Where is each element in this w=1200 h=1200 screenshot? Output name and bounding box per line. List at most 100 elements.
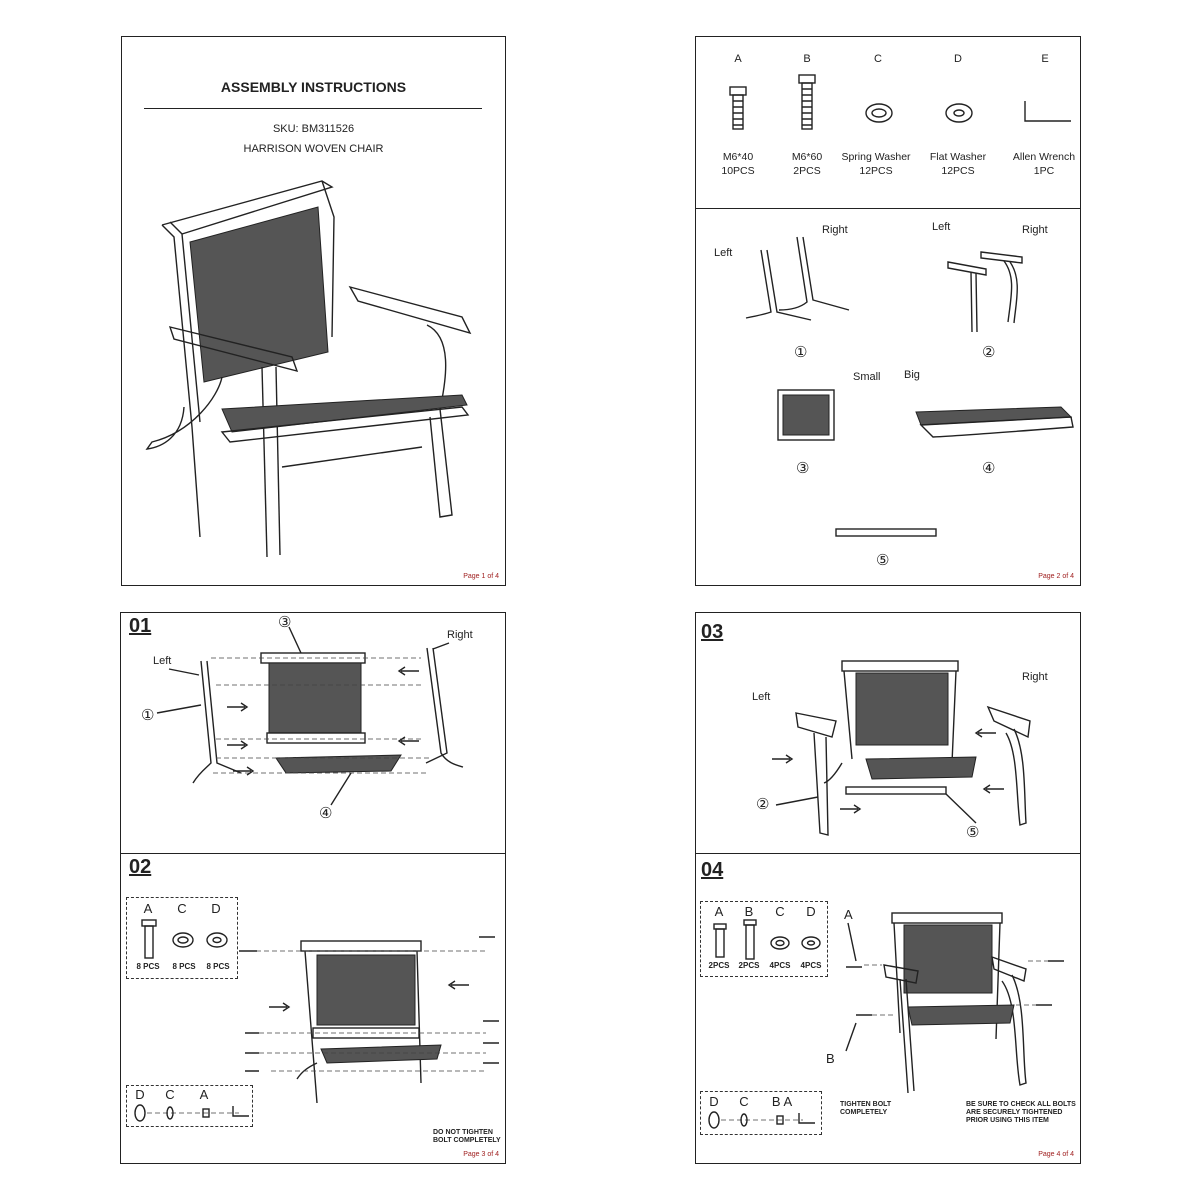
hardware-letter: E [1041, 53, 1049, 65]
backrest-icon [777, 389, 835, 441]
order-letter: B A [771, 1094, 793, 1109]
page-3: 01 Left Right ① ③ ④ 02 A C D 8 [120, 612, 506, 1164]
hardware-letter: D [211, 901, 221, 916]
spring-washer-icon [172, 932, 194, 948]
step-04-hardware-box: A B C D 2PCS 2PCS 4PCS 4PCS [700, 901, 828, 977]
hardware-size: Allen Wrench [1012, 151, 1076, 163]
long-bolt-icon [798, 74, 816, 130]
hardware-letter: A [734, 53, 742, 65]
sku-text: SKU: BM311526 [272, 123, 355, 135]
hardware-qty: 2PCS [738, 961, 760, 970]
left-label: Left [153, 655, 172, 667]
flat-washer-icon [206, 932, 228, 948]
part-3-label: Small [853, 371, 881, 383]
part-5-number: ⑤ [876, 552, 890, 569]
hardware-letter: C [775, 904, 785, 919]
step-02-order-box: D C A [126, 1085, 253, 1127]
spring-washer-icon [770, 936, 790, 950]
hardware-size: M6*60 [791, 151, 823, 163]
step-03-label: 03 [701, 621, 724, 643]
chair-illustration-icon [145, 180, 472, 558]
flat-washer-icon [801, 936, 821, 950]
right-label: Right [1022, 671, 1048, 683]
part-4-label: Big [904, 369, 920, 381]
armrest-icon [947, 251, 1023, 333]
hardware-qty: 2PCS [708, 961, 730, 970]
part-4-number: ④ [319, 805, 333, 822]
hardware-qty: 12PCS [859, 165, 893, 177]
hardware-qty: 8 PCS [136, 962, 160, 971]
bolt-icon [713, 923, 727, 958]
left-label: Left [752, 691, 771, 703]
part-1-right-label: Right [822, 224, 848, 236]
page-number: Page 1 of 4 [463, 573, 499, 580]
step-02-note: DO NOT TIGHTEN BOLT COMPLETELY [433, 1129, 501, 1144]
order-letter: D [135, 1087, 145, 1102]
page-1: ASSEMBLY INSTRUCTIONS SKU: BM311526 HARR… [121, 36, 506, 586]
hardware-letter: C [874, 53, 882, 65]
step-03-diagram-icon [772, 660, 1031, 836]
hardware-letter: A [143, 901, 153, 916]
step-02-label: 02 [129, 856, 152, 878]
part-2-right-label: Right [1022, 224, 1048, 236]
title-divider [144, 108, 482, 109]
bolt-icon [141, 919, 157, 959]
hardware-size: Flat Washer [929, 151, 987, 163]
document-title: ASSEMBLY INSTRUCTIONS [220, 79, 407, 95]
section-divider [121, 853, 505, 854]
step-01-label: 01 [129, 615, 152, 637]
hardware-qty: 4PCS [769, 961, 791, 970]
hardware-size: Spring Washer [841, 151, 911, 163]
part-5-number: ⑤ [966, 824, 980, 841]
hardware-qty: 2PCS [793, 165, 821, 177]
product-name: HARRISON WOVEN CHAIR [243, 143, 384, 155]
page-2: A B C D E M6*40 10PCS M6*60 2PCS Sp [695, 36, 1081, 586]
right-label: Right [447, 629, 473, 641]
part-2-number: ② [756, 796, 770, 813]
hardware-qty: 8 PCS [172, 962, 196, 971]
hardware-qty: 8 PCS [206, 962, 230, 971]
part-1-number: ① [141, 707, 155, 724]
step-02-diagram-icon [239, 936, 499, 1104]
step-04-diagram-icon [845, 912, 1064, 1094]
side-frame-icon [745, 236, 850, 321]
step-04-order-box: D C B A [700, 1091, 822, 1135]
allen-wrench-icon [1024, 101, 1071, 122]
bolt-icon [729, 86, 747, 130]
step-02-hardware-box: A C D 8 PCS 8 PCS 8 PCS [126, 897, 238, 979]
hardware-letter: A [714, 904, 724, 919]
order-letter: D [709, 1094, 719, 1109]
order-letter: A [199, 1087, 209, 1102]
page-number: Page 3 of 4 [463, 1151, 499, 1158]
hardware-size: M6*40 [722, 151, 754, 163]
hardware-qty: 12PCS [941, 165, 975, 177]
order-letter: C [165, 1087, 175, 1102]
hardware-letter: D [954, 53, 962, 65]
callout-b: B [826, 1051, 835, 1066]
hardware-letter: B [803, 53, 811, 65]
part-2-left-label: Left [932, 221, 951, 233]
hardware-list: A B C D E M6*40 10PCS M6*60 2PCS Sp [696, 37, 1080, 207]
callout-a: A [844, 907, 853, 922]
page-number: Page 4 of 4 [1038, 1151, 1074, 1158]
hardware-qty: 10PCS [721, 165, 755, 177]
part-2-number: ② [982, 344, 996, 361]
step-04-note-check: BE SURE TO CHECK ALL BOLTS ARE SECURELY … [966, 1101, 1076, 1124]
hardware-qty: 4PCS [800, 961, 822, 970]
spring-washer-icon [865, 103, 893, 123]
hardware-letter: C [177, 901, 187, 916]
part-3-number: ③ [796, 460, 810, 477]
part-4-number: ④ [982, 460, 996, 477]
seat-icon [915, 406, 1074, 438]
step-04-label: 04 [701, 859, 724, 881]
hardware-qty: 1PC [1033, 165, 1055, 177]
hardware-letter: D [806, 904, 816, 919]
section-divider [696, 208, 1080, 209]
long-bolt-icon [743, 919, 757, 960]
part-1-left-label: Left [714, 247, 733, 259]
page-number: Page 2 of 4 [1038, 573, 1074, 580]
section-divider [696, 853, 1080, 854]
part-1-number: ① [794, 344, 808, 361]
assembly-order-icon [708, 1111, 815, 1129]
flat-washer-icon [945, 103, 973, 123]
